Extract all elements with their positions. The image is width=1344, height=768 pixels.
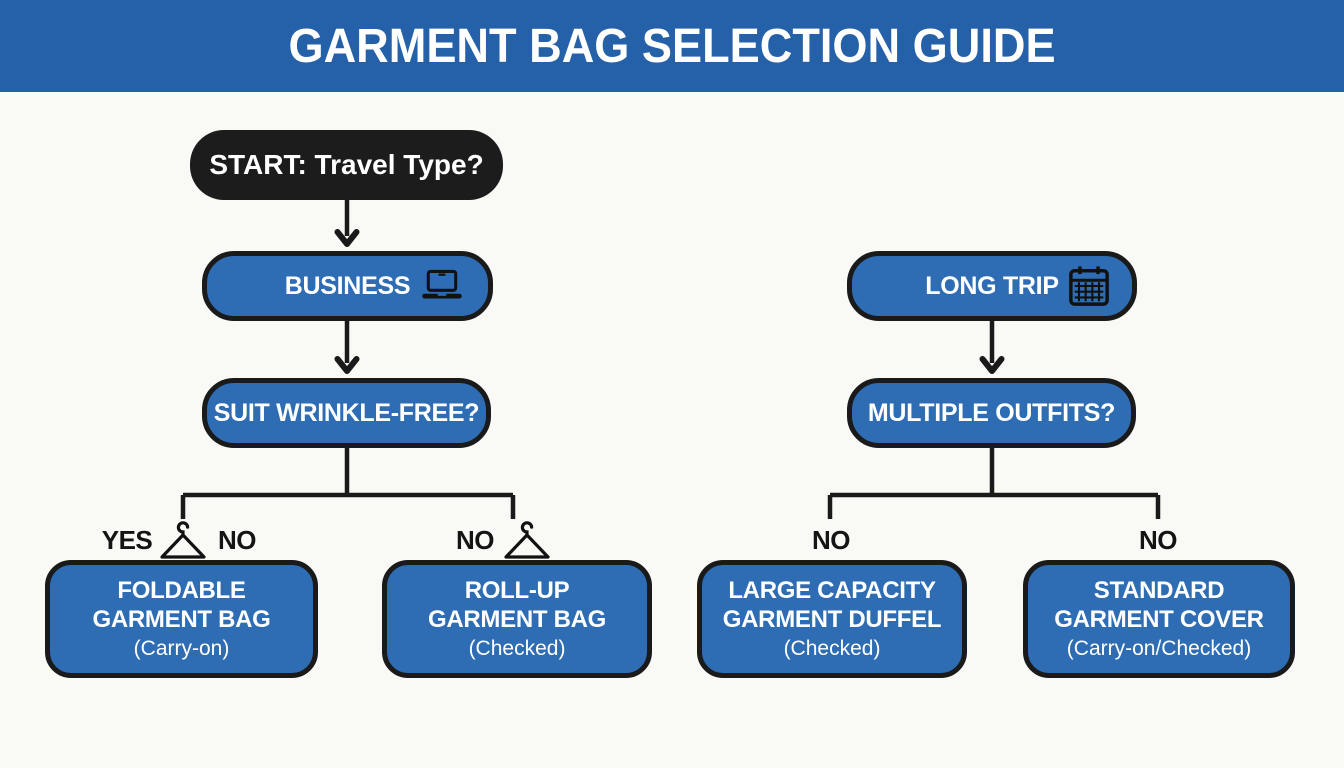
node-suit-wrinkle-free-label: SUIT WRINKLE-FREE? (213, 398, 480, 427)
node-suit-wrinkle-free: SUIT WRINKLE-FREE? (202, 378, 491, 448)
node-start-label: START: Travel Type? (209, 149, 484, 180)
result-line3: (Carry-on/Checked) (1066, 637, 1252, 661)
laptop-icon (418, 268, 466, 304)
branch-label-yes: YES (101, 524, 153, 555)
node-large-capacity-duffel: LARGE CAPACITY GARMENT DUFFEL (Checked) (697, 560, 967, 678)
node-rollup-garment-bag: ROLL-UP GARMENT BAG (Checked) (382, 560, 652, 678)
page-title: GARMENT BAG SELECTION GUIDE (288, 19, 1056, 73)
node-start: START: Travel Type? (190, 130, 503, 200)
node-multiple-outfits: MULTIPLE OUTFITS? (847, 378, 1136, 448)
split-suit (180, 448, 516, 519)
result-line3: (Checked) (783, 637, 881, 661)
header-banner: GARMENT BAG SELECTION GUIDE (0, 0, 1344, 92)
node-long-trip: LONG TRIP (847, 251, 1137, 321)
branch-label-no-rollup: NO (456, 524, 495, 555)
node-long-trip-label: LONG TRIP (925, 271, 1059, 300)
node-standard-garment-cover: STANDARD GARMENT COVER (Carry-on/Checked… (1023, 560, 1295, 678)
calendar-icon (1068, 264, 1110, 308)
result-line1: STANDARD (1093, 576, 1225, 604)
branch-label-no-inner: NO (218, 524, 257, 555)
node-foldable-garment-bag: FOLDABLE GARMENT BAG (Carry-on) (45, 560, 318, 678)
result-line2: GARMENT BAG (427, 606, 607, 634)
result-line1: FOLDABLE (117, 576, 246, 604)
result-line1: ROLL-UP (464, 576, 570, 604)
split-outfits (827, 448, 1161, 519)
result-line1: LARGE CAPACITY (728, 576, 936, 604)
arrowhead-business-suit (334, 356, 360, 374)
result-line3: (Checked) (468, 637, 566, 661)
node-business: BUSINESS (202, 251, 493, 321)
arrowhead-longtrip-outfits (979, 356, 1005, 374)
hanger-icon (157, 521, 209, 565)
arrowhead-start-business (334, 229, 360, 247)
node-business-label: BUSINESS (284, 271, 411, 300)
node-multiple-outfits-label: MULTIPLE OUTFITS? (867, 398, 1116, 427)
branch-label-no-duffel: NO (812, 524, 851, 555)
hanger-icon (501, 521, 553, 565)
branch-label-no-cover: NO (1139, 524, 1178, 555)
result-line2: GARMENT COVER (1054, 606, 1264, 634)
result-line2: GARMENT BAG (92, 606, 271, 634)
result-line2: GARMENT DUFFEL (722, 606, 942, 634)
result-line3: (Carry-on) (133, 637, 230, 661)
